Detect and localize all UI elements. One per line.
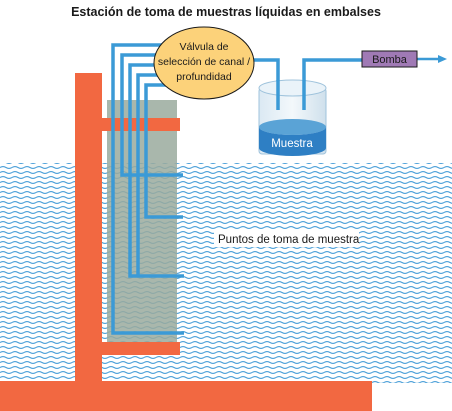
valve-label-line-3: profundidad: [176, 71, 232, 83]
sample-jar: [258, 79, 327, 156]
intake-tower: [107, 100, 177, 355]
sample-pipe-5: [144, 83, 183, 219]
valve-label-line-1: Válvula de: [179, 41, 228, 53]
pump-label: Bomba: [372, 54, 408, 66]
sampling-points-label: Puntos de toma de muestra: [218, 234, 360, 246]
lower-bracket: [75, 342, 180, 355]
diagram-title: Estación de toma de muestras líquidas en…: [71, 5, 381, 19]
sample-pipe-1: [111, 43, 184, 335]
valve-label-line-2: selección de canal /: [158, 56, 250, 68]
pump-box: [361, 50, 418, 68]
points-label-background: [214, 231, 359, 247]
reservoir-water: [0, 163, 452, 383]
upper-bracket: [75, 118, 180, 131]
arrow-head-icon: [438, 55, 447, 63]
sample-pipe-3: [128, 63, 184, 278]
channel-depth-valve: [153, 26, 255, 100]
foundation-slab: [0, 381, 372, 411]
sample-pipe-2: [120, 53, 183, 177]
sample-label: Muestra: [271, 138, 313, 150]
